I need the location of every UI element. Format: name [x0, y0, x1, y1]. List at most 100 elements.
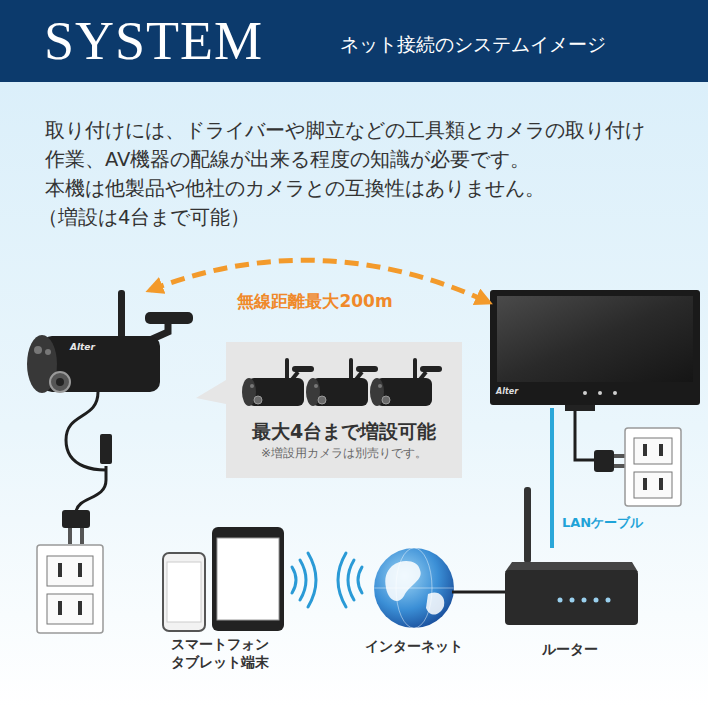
title-wrap: SYSTEM [44, 8, 263, 74]
plug [62, 510, 90, 528]
node-text: インターネット [362, 637, 466, 655]
plug [594, 450, 626, 472]
tablet [212, 527, 284, 631]
label-wrap: 取り付けには、ドライバーや脚立などの工具類とカメラの取り付け作業、AV機器の配線… [45, 116, 660, 174]
router [582, 598, 587, 603]
monitor [497, 296, 693, 382]
tablet [217, 538, 279, 620]
monitor-cord [575, 411, 596, 460]
wall-outlet [625, 428, 681, 506]
note-text: 取り付けには、ドライバーや脚立などの工具類とカメラの取り付け作業、AV機器の配線… [45, 116, 660, 174]
tablet [212, 527, 284, 631]
extra-camera [370, 358, 442, 406]
router [505, 570, 638, 625]
router [505, 487, 638, 625]
wall-outlet [659, 444, 663, 456]
router-node: ルーター [497, 548, 643, 660]
power-adaptor [100, 434, 112, 464]
label-wrap: ネット接続のシステムイメージ [340, 32, 680, 56]
router [606, 598, 611, 603]
router [570, 598, 575, 603]
wall-outlet [37, 545, 103, 633]
globe [385, 561, 420, 601]
wireless-waves [338, 553, 346, 607]
wall-outlet [634, 438, 672, 464]
wall-outlet [634, 472, 672, 498]
camera-cord [76, 466, 106, 512]
connector [466, 591, 497, 594]
node-text: Alter [496, 387, 702, 397]
cable-stub [452, 591, 466, 594]
wall-outlet [47, 556, 93, 586]
note-text: 本機は他製品や他社のカメラとの互換性はありません。 [45, 174, 685, 203]
smartphone [163, 553, 205, 631]
wireless-waves [308, 553, 316, 607]
node-text: Alter [70, 342, 202, 353]
edge-label: 無線距離最大200m [205, 290, 425, 312]
wall-outlet [643, 478, 647, 490]
monitor [613, 391, 617, 395]
node-text: 最大4台まで増設可能 [226, 418, 462, 444]
subtitle: ネット接続のシステムイメージ [340, 32, 680, 56]
wireless-waves [300, 560, 306, 600]
smartphone [167, 562, 201, 622]
globe [426, 593, 444, 615]
edge-label-wrap: 無線距離最大200m [205, 290, 425, 312]
wall-outlet [643, 444, 647, 456]
header-band [0, 0, 708, 82]
camera [45, 349, 51, 355]
title: SYSTEM [44, 8, 263, 74]
monitor-node: Alter [488, 288, 702, 408]
plug [614, 464, 626, 468]
router [524, 487, 531, 563]
camera [34, 346, 42, 354]
camera [42, 336, 160, 392]
camera [27, 290, 193, 393]
label-wrap: （増設は4台まで可能） [38, 203, 678, 232]
monitor [598, 391, 602, 395]
edge-label: LANケーブル [562, 514, 672, 531]
wireless-waves [348, 560, 354, 600]
callout-tail [196, 380, 226, 404]
camera-node: Alter [18, 290, 202, 402]
wall-outlet [58, 601, 62, 615]
wireless-waves [358, 567, 362, 593]
wall-outlet [78, 601, 82, 615]
plug [62, 510, 90, 544]
router [594, 598, 599, 603]
plug [594, 450, 614, 472]
note-text: （増設は4台まで可能） [38, 203, 678, 232]
plug [68, 528, 72, 544]
background [0, 82, 708, 708]
camera [50, 372, 70, 392]
wall-outlet [659, 478, 663, 490]
wall-outlet [37, 545, 103, 633]
device-node: スマートフォン タブレット端末 [150, 525, 290, 673]
node-text: スマートフォン タブレット端末 [167, 635, 273, 671]
wireless-waves [292, 567, 296, 593]
monitor [490, 290, 700, 405]
wall-outlet [625, 428, 681, 506]
camera [56, 378, 64, 386]
globe [374, 548, 454, 628]
wall-outlet [47, 594, 93, 624]
plug [614, 454, 626, 458]
connector [550, 408, 554, 548]
monitor [490, 290, 700, 411]
node-text: ルーター [497, 640, 643, 658]
internet-node: インターネット [362, 545, 466, 657]
cable-stub [497, 591, 505, 594]
extra-camera [242, 358, 314, 406]
globe [374, 548, 454, 628]
monitor [565, 405, 595, 411]
edge-label-wrap: LANケーブル [562, 514, 672, 531]
extra-camera [306, 358, 378, 406]
smartphone [163, 553, 205, 631]
node-text: ※増設用カメラは別売りです。 [226, 444, 462, 462]
callout-node: 最大4台まで増設可能※増設用カメラは別売りです。 [226, 342, 462, 478]
callout-box [226, 342, 462, 478]
plug [80, 528, 84, 544]
